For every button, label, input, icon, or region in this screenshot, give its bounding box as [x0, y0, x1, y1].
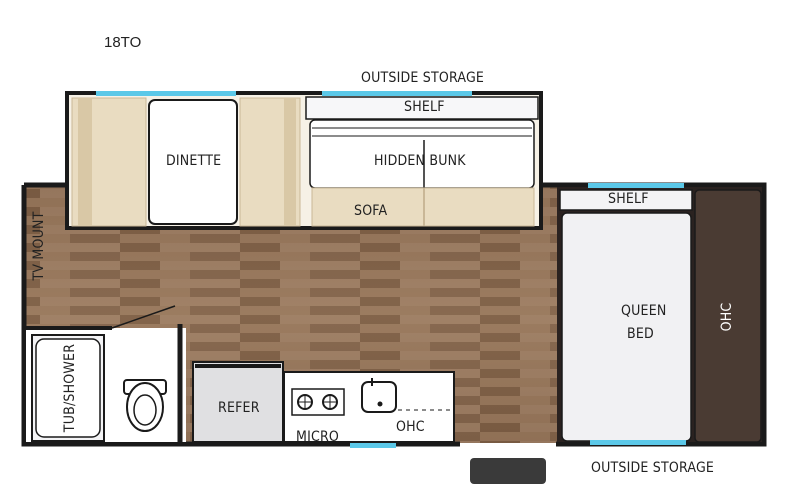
dinette-table	[148, 99, 238, 225]
window-kitchen	[350, 443, 396, 448]
hidden-bunk-label: HIDDEN BUNK	[374, 153, 466, 169]
shelf-right	[559, 189, 693, 211]
ohc-right-label: OHC	[719, 302, 735, 332]
entry-step	[470, 458, 546, 484]
queen-bed-label-line2: BED	[627, 326, 654, 342]
sofa-label: SOFA	[354, 203, 388, 219]
shelf-right-label: SHELF	[608, 191, 649, 207]
sink-icon	[361, 378, 397, 413]
window-top	[96, 91, 236, 96]
refrigerator	[192, 361, 284, 443]
micro-label: MICRO	[296, 429, 340, 445]
shelf-top	[305, 96, 539, 120]
ohc-kitchen-label: OHC	[396, 419, 425, 435]
dinette-label: DINETTE	[166, 153, 222, 169]
refer-label: REFER	[218, 400, 260, 416]
outside-storage-top-label: OUTSIDE STORAGE	[361, 70, 485, 86]
stove-icon	[291, 388, 345, 416]
toilet-icon	[123, 379, 167, 432]
model-name: 18TO	[104, 34, 142, 51]
shelf-top-label: SHELF	[404, 99, 445, 115]
tv-mount-label: TV MOUNT	[31, 211, 47, 281]
outside-storage-bottom-label: OUTSIDE STORAGE	[591, 460, 715, 476]
tub-shower-label: TUB/SHOWER	[62, 343, 78, 433]
ohc-panel	[694, 189, 762, 443]
window-bedroom	[588, 183, 684, 188]
queen-bed-label-line1: QUEEN	[621, 303, 667, 319]
